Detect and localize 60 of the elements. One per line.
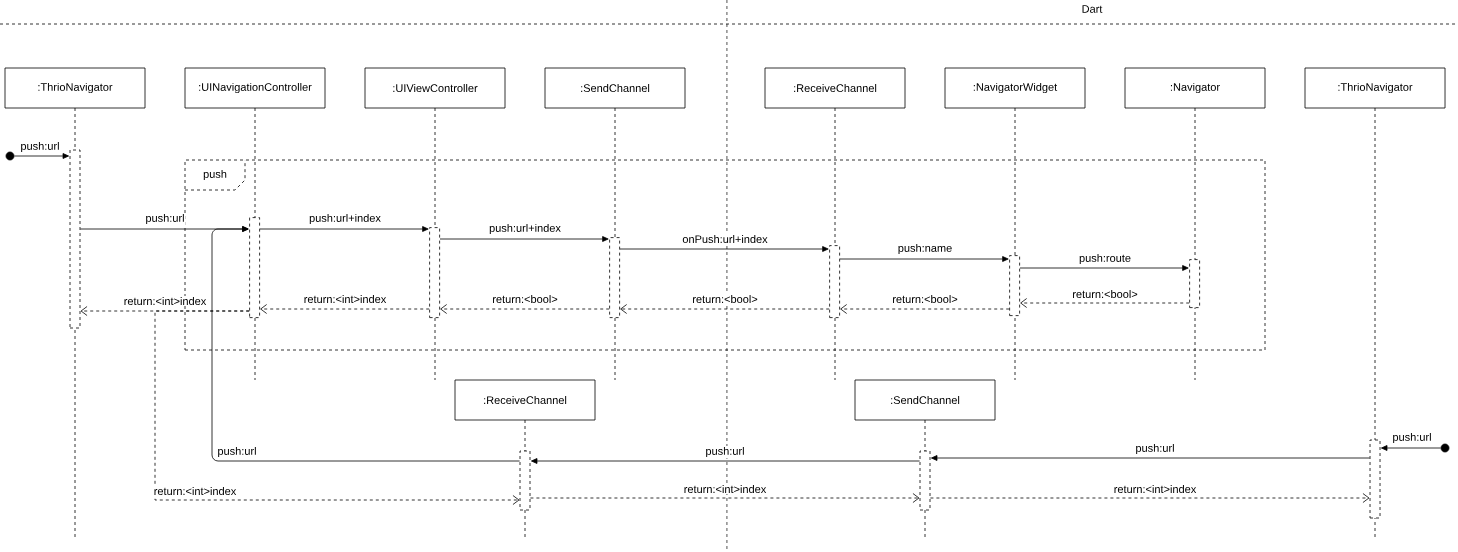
object-box: :ThrioNavigator xyxy=(4,67,146,109)
message-arrow xyxy=(259,226,429,232)
object-box: :SendChannel xyxy=(854,379,996,421)
activation-bar xyxy=(69,149,81,329)
object-box: :SendChannel xyxy=(544,67,686,109)
message-label: return:<int>index xyxy=(682,483,768,495)
object-box: :UINavigationController xyxy=(184,67,326,109)
message-label: return:<int>index xyxy=(302,293,388,305)
message-label: return:<int>index xyxy=(1112,483,1198,495)
message-arrow xyxy=(1019,265,1189,271)
message-label: return:<bool> xyxy=(891,293,959,305)
activation-bar xyxy=(609,237,620,318)
message-arrow xyxy=(211,226,520,462)
activation-bar xyxy=(1009,255,1020,316)
message-label: push:name xyxy=(896,242,954,256)
message-label: push:url xyxy=(144,212,186,226)
message-arrow xyxy=(1020,298,1190,308)
object-box: :NavigatorWidget xyxy=(944,67,1086,109)
message-label: push:url xyxy=(19,140,61,154)
message-label: push:url xyxy=(704,445,746,459)
message-arrow xyxy=(440,304,610,314)
message-arrow xyxy=(931,455,1370,461)
activation-bar xyxy=(429,227,440,318)
object-box: :ThrioNavigator xyxy=(1304,67,1446,109)
activation-bar xyxy=(829,245,840,318)
message-label: push:url xyxy=(1134,442,1176,456)
message-arrow xyxy=(620,304,830,314)
object-box: :ReceiveChannel xyxy=(454,379,596,421)
activation-bar xyxy=(519,450,531,511)
lane-title: Dart xyxy=(1082,5,1103,13)
object-box: :Navigator xyxy=(1124,67,1266,109)
activation-bar xyxy=(1369,439,1381,519)
message-label: push:url+index xyxy=(488,222,562,236)
message-arrow xyxy=(439,236,609,242)
message-label: return:<bool> xyxy=(491,293,559,305)
message-label: return:<int>index xyxy=(152,485,238,497)
message-arrow xyxy=(154,310,520,505)
message-label: push:url+index xyxy=(308,212,382,226)
message-arrow xyxy=(14,153,69,159)
message-label: return:<int>index xyxy=(122,295,208,307)
start-dot xyxy=(1440,443,1450,453)
message-arrow xyxy=(260,304,430,314)
object-box: :UIViewController xyxy=(364,67,506,109)
message-label: push:url xyxy=(1391,431,1433,445)
message-arrow xyxy=(1381,445,1441,451)
message-arrow xyxy=(840,304,1010,314)
message-label: push:url xyxy=(216,445,258,459)
message-arrow xyxy=(839,256,1009,262)
message-label: return:<bool> xyxy=(691,293,759,305)
activation-bar xyxy=(919,450,931,511)
activation-bar xyxy=(249,217,260,318)
message-arrow xyxy=(930,493,1370,503)
message-arrow xyxy=(531,458,920,464)
message-arrow xyxy=(530,493,920,503)
message-label: return:<bool> xyxy=(1071,288,1139,300)
object-box: :ReceiveChannel xyxy=(764,67,906,109)
message-label: onPush:url+index xyxy=(681,233,769,245)
activation-bar xyxy=(1189,259,1200,308)
message-label: push:route xyxy=(1078,252,1132,266)
message-arrow xyxy=(619,246,829,252)
